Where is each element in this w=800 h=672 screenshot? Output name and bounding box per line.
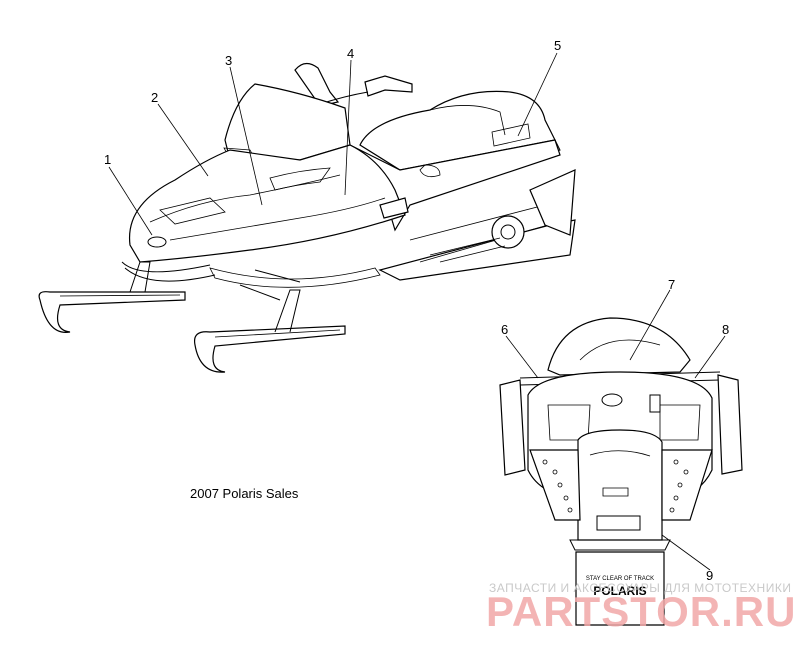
leader-lines-side xyxy=(108,52,558,236)
callout-1: 1 xyxy=(104,152,111,167)
callout-6: 6 xyxy=(501,322,508,337)
copyright-caption: 2007 Polaris Sales xyxy=(190,486,299,501)
flap-warning-text: STAY CLEAR OF TRACK xyxy=(586,576,654,582)
watermark-tagline: ЗАПЧАСТИ И АКСЕССУАРЫ ДЛЯ МОТОТЕХНИКИ xyxy=(489,581,792,595)
snowmobile-rear-view xyxy=(499,317,743,626)
leader-lines-rear xyxy=(505,289,726,571)
callout-4: 4 xyxy=(347,46,354,61)
callout-5: 5 xyxy=(554,38,561,53)
callout-2: 2 xyxy=(151,90,158,105)
callout-8: 8 xyxy=(722,322,729,337)
callout-3: 3 xyxy=(225,53,232,68)
flap-brand-text: POLARIS xyxy=(593,584,646,598)
snowmobile-side-view xyxy=(38,62,576,373)
callout-9: 9 xyxy=(706,568,713,583)
watermark-logo: PARTSTOR.RU xyxy=(486,588,797,635)
callout-7: 7 xyxy=(668,277,675,292)
